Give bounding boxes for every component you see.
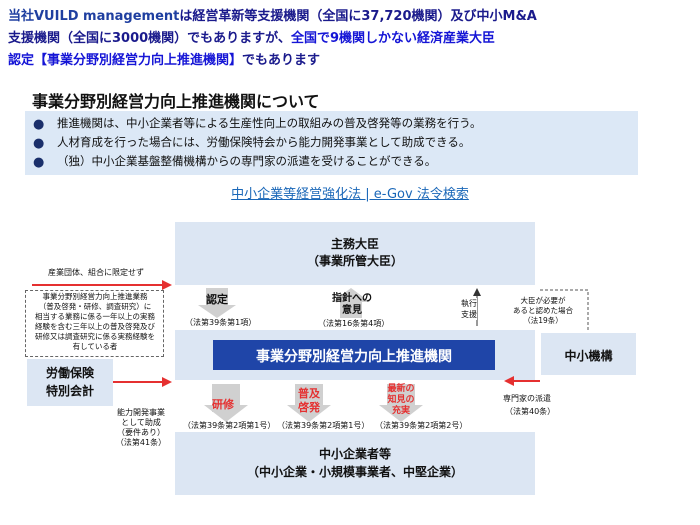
egov-link[interactable]: 中小企業等経営強化法 | e-Gov 法令検索 [231, 187, 469, 202]
requirements-box [25, 290, 164, 357]
smrj-box [541, 333, 636, 375]
smrj-label: 中小機構 [564, 349, 613, 363]
org-note: 産業団体、組合に限定せず [48, 268, 144, 277]
center-label: 事業分野別経営力向上推進機関 [256, 349, 452, 365]
subsidy-line: （法第41条） [115, 438, 167, 447]
req-line: 研修又は調査研究に係る実務経験を [35, 332, 155, 341]
minister-note-line: （法19条） [523, 316, 563, 325]
latest-knowledge-label: 最新の 知見の 充実 [383, 384, 419, 417]
certification-request-arrowhead [162, 280, 172, 290]
labor-line1: 労働保険 [45, 366, 94, 380]
promote-line1: 普及 [298, 387, 320, 400]
bullet-text: 推進機関は、中小企業者等による生産性向上の取組みの普及啓発等の業務を行う。 [57, 116, 482, 130]
training-law: （法第39条第2項第1号） [183, 421, 276, 430]
minister-label: 主務大臣 （事業所管大臣） [175, 236, 535, 270]
bullet-icon: ● [33, 136, 45, 151]
minister-note-line: 大臣が必要が [520, 296, 566, 305]
exec-line1: 執行 [461, 299, 477, 308]
bullet-item: ● 推進機関は、中小企業者等による生産性向上の取組みの普及啓発等の業務を行う。 [25, 114, 638, 133]
subsidy-note: 能力開発事業 として助成 （要件あり） （法第41条） [108, 408, 174, 448]
guideline-line1: 指針への [332, 293, 372, 304]
requirements-note: 事業分野別経営力向上推進業務 （普及啓発・研修、調査研究）に 相当する業務に係る… [29, 292, 161, 352]
bullet-text: （独）中小企業基盤整備機構からの専門家の派遣を受けることができる。 [57, 154, 437, 168]
intro-highlight-1: 全国で9機関しかない経済産業大臣 [290, 31, 495, 46]
bullet-text: 人材育成を行った場合には、労働保険特会から能力開発事業として助成できる。 [57, 135, 471, 149]
bullet-icon: ● [33, 155, 45, 170]
minister-note-line: あると認めた場合 [513, 306, 573, 315]
req-line: 経験を含む三年以上の普及啓発及び [35, 322, 155, 331]
minister-title: 主務大臣 [330, 237, 379, 251]
subsidy-line: として助成 [121, 418, 161, 427]
minister-subtitle: （事業所管大臣） [306, 254, 403, 268]
req-line: 事業分野別経営力向上推進業務 [42, 292, 148, 301]
center-box [213, 340, 495, 370]
subsidy-arrowhead [162, 377, 172, 387]
intro-line1: は経営革新等支援機関（全国に37,720機関）及び中小M&A [179, 9, 537, 24]
latest-knowledge-arrow [379, 384, 423, 422]
exec-line2: 支援 [461, 310, 477, 319]
guideline-law: （法第16条第4項） [318, 319, 390, 328]
guideline-label: 指針への 意見 [332, 293, 372, 317]
bullet-icon: ● [33, 117, 45, 132]
certify-arrow [198, 288, 236, 318]
latest-law: （法第39条第2項第2号） [375, 421, 468, 430]
sme-label: 中小企業者等 （中小企業・小規模事業者、中堅企業） [175, 445, 535, 481]
exec-support-label: 執行 支援 [461, 298, 477, 320]
req-line: 相当する業務に係る一年以上の実務 [35, 312, 155, 321]
promote-line2: 啓発 [298, 401, 320, 414]
minister-note: 大臣が必要が あると認めた場合 （法19条） [512, 296, 574, 326]
sme-title: 中小企業者等 [318, 447, 391, 461]
bullet-item: ● （独）中小企業基盤整備機構からの専門家の派遣を受けることができる。 [25, 152, 638, 171]
intro-highlight-2: 認定【事業分野別経営力向上推進機関】 [8, 53, 243, 68]
exec-support-arrowhead [473, 288, 481, 296]
dispatch-arrowhead [504, 376, 514, 386]
req-line: 有している者 [72, 342, 118, 351]
certify-label: 認定 [206, 293, 228, 306]
certify-law: （法第39条第1項） [185, 318, 257, 327]
latest-line1: 最新の [387, 384, 415, 394]
section-title: 事業分野別経営力向上推進機関について [32, 92, 320, 111]
dispatch-label: 専門家の派遣 [503, 394, 551, 403]
promote-arrow [287, 384, 331, 422]
minister-box [175, 222, 535, 285]
guideline-arrow [332, 288, 370, 318]
latest-line3: 充実 [391, 406, 410, 416]
bullet-item: ● 人材育成を行った場合には、労働保険特会から能力開発事業として助成できる。 [25, 133, 638, 152]
training-label: 研修 [212, 396, 234, 412]
intro-line3: でもあります [242, 53, 321, 68]
labor-insurance-box [27, 359, 113, 406]
intro-line2: 支援機関（全国に3000機関）でもありますが、 [8, 31, 291, 46]
labor-insurance-label: 労働保険 特別会計 [27, 364, 113, 400]
sme-subtitle: （中小企業・小規模事業者、中堅企業） [246, 465, 463, 479]
guideline-line2: 意見 [342, 305, 362, 316]
req-line: （普及啓発・研修、調査研究）に [38, 302, 152, 311]
promote-law: （法第39条第2項第1号） [277, 421, 370, 430]
bullet-box: ● 推進機関は、中小企業者等による生産性向上の取組みの普及啓発等の業務を行う。 ●… [25, 111, 638, 175]
labor-line2: 特別会計 [45, 384, 94, 398]
intro-text: 当社VUILD managementは経営革新等支援機関（全国に37,720機関… [8, 6, 694, 72]
sme-box [175, 432, 535, 495]
latest-line2: 知見の [387, 395, 415, 405]
dispatch-law: （法第40条） [505, 407, 556, 416]
subsidy-line: 能力開発事業 [117, 408, 165, 417]
company-name: 当社VUILD management [8, 9, 180, 24]
promote-label: 普及 啓発 [296, 387, 322, 415]
subsidy-line: （要件あり） [117, 428, 165, 437]
